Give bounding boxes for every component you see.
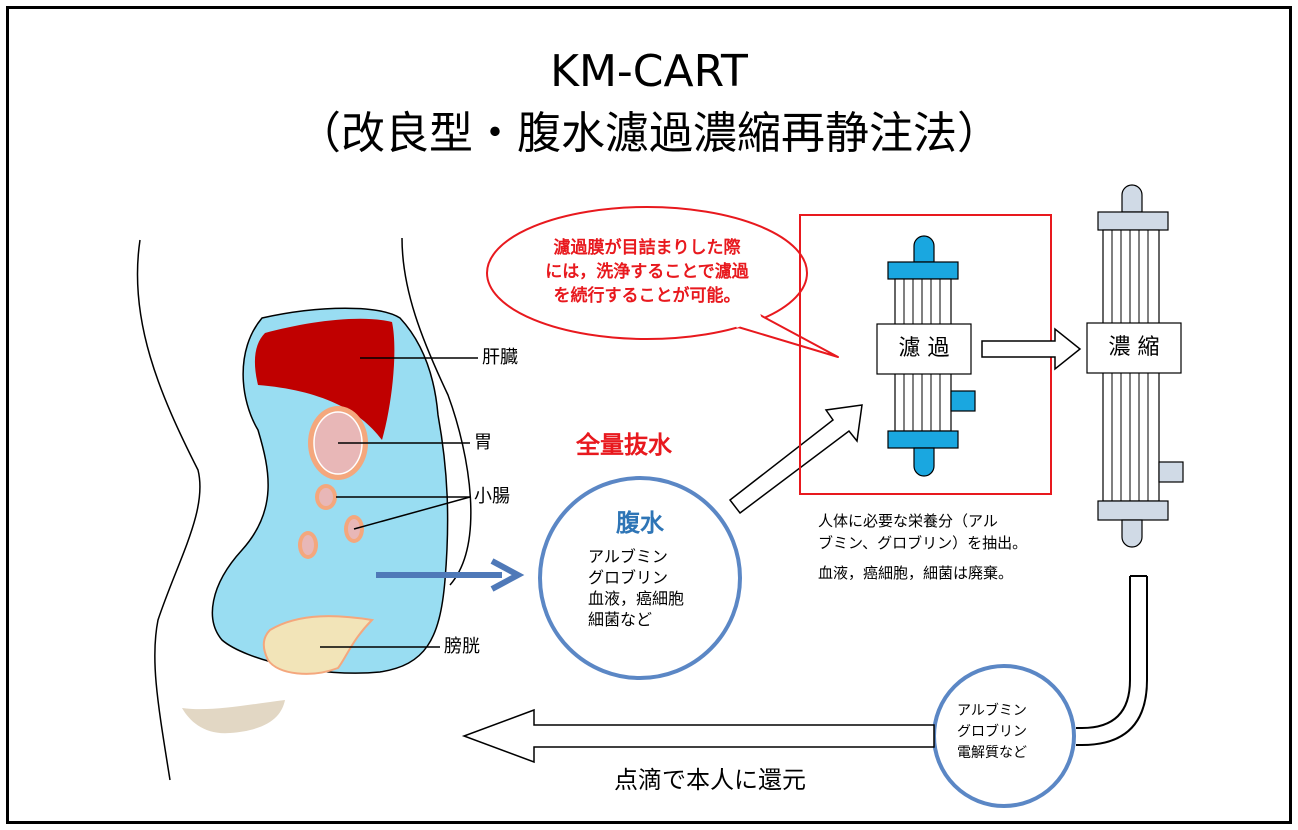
page-title: KM-CART — [550, 46, 748, 97]
ascites-lines: アルブミン グロブリン 血液，癌細胞 細菌など — [588, 546, 684, 630]
result-line: グロブリン — [957, 724, 1027, 740]
callout-line: を続行することが可能。 — [553, 286, 741, 306]
bladder-label: 膀胱 — [444, 636, 480, 657]
concentrate-label: 濃 縮 — [1108, 335, 1160, 360]
page-subtitle: （改良型・腹水濾過濃縮再静注法） — [297, 108, 1001, 159]
to-concentrate-arrow — [981, 327, 1082, 371]
bladder-shape — [262, 615, 375, 675]
ascites-line: 血液，癌細胞 — [588, 589, 685, 608]
concentrator-device — [1086, 184, 1184, 548]
callout-bubble — [486, 206, 839, 358]
filter-device — [876, 235, 976, 477]
result-lines: アルブミン グロブリン 電解質など — [957, 701, 1027, 764]
liver-shape — [254, 318, 395, 440]
small-intestine-shapes — [298, 484, 364, 559]
result-line: アルブミン — [957, 703, 1027, 719]
callout-text: 濾過膜が目詰まりした際 には，洗浄することで濾過 を続行することが可能。 — [497, 236, 797, 308]
stomach-label: 胃 — [474, 432, 492, 453]
total-drainage-label: 全量抜水 — [576, 431, 672, 459]
filter-discard-line: 血液，癌細胞，細菌は廃棄。 — [818, 564, 1014, 582]
drain-arrow — [376, 558, 525, 592]
return-tube — [1076, 575, 1148, 746]
filter-description: 人体に必要な栄養分（アル ブミン、グロブリン）を抽出。 血液，癌細胞，細菌は廃棄… — [818, 510, 1027, 584]
ascites-line: 細菌など — [588, 610, 653, 629]
to-filter-arrow — [728, 404, 863, 515]
body-outline — [136, 237, 472, 781]
callout-line: 濾過膜が目詰まりした際 — [553, 238, 741, 258]
ascites-line: アルブミン — [588, 547, 668, 566]
ascites-line: グロブリン — [588, 568, 669, 587]
filter-label: 濾 過 — [898, 336, 950, 361]
callout-line: には，洗浄することで濾過 — [545, 262, 749, 282]
ascites-title: 腹水 — [616, 509, 664, 537]
filter-desc-line: ブミン、グロブリン）を抽出。 — [818, 534, 1028, 552]
small-intestine-label: 小腸 — [474, 486, 510, 507]
pelvic-bone-shape — [182, 700, 285, 734]
leader-lines — [320, 357, 478, 648]
filter-desc-line: 人体に必要な栄養分（アル — [818, 512, 998, 530]
diagram-frame — [6, 6, 1292, 824]
return-arrow — [461, 708, 935, 764]
ascites-circle — [538, 476, 742, 680]
liver-label: 肝臓 — [482, 347, 518, 368]
result-line: 電解質など — [957, 745, 1027, 761]
return-label: 点滴で本人に還元 — [614, 766, 806, 794]
